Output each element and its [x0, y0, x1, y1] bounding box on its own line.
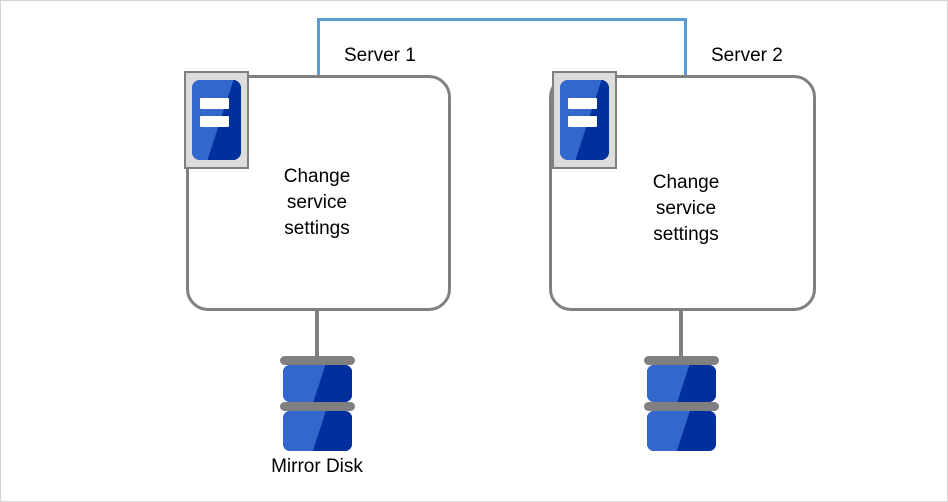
server-icon-bar-bottom	[199, 116, 230, 128]
cluster-link-right-segment	[684, 18, 687, 76]
server2-disk-icon	[644, 356, 719, 451]
server1-server-icon	[184, 71, 249, 169]
server-icon-body	[560, 80, 609, 160]
server-icon-bar-bottom	[567, 116, 598, 128]
server2-disk-connector	[679, 311, 683, 359]
disk-platter-sheen	[283, 411, 352, 451]
disk-platter-upper	[283, 365, 352, 402]
disk-platter-sheen	[283, 365, 352, 402]
server1-disk-label: Mirror Disk	[271, 456, 363, 477]
server2-box[interactable]	[549, 75, 816, 311]
server2-body-line-3: settings	[653, 224, 719, 245]
server1-body-line-3: settings	[284, 218, 350, 239]
disk-bar-middle	[644, 402, 719, 411]
server2-body-line-1: Change	[652, 172, 720, 193]
disk-bar-top	[280, 356, 355, 365]
disk-bar-middle	[280, 402, 355, 411]
disk-bar-top	[644, 356, 719, 365]
server1-body-line-1: Change	[283, 166, 351, 187]
server1-disk-icon	[280, 356, 355, 451]
server-icon-bar-top	[199, 97, 230, 109]
disk-platter-lower	[647, 411, 716, 451]
cluster-link-top-segment	[317, 18, 687, 21]
server-icon-body	[192, 80, 241, 160]
server1-disk-connector	[315, 311, 319, 359]
cluster-link-left-segment	[317, 18, 320, 76]
disk-platter-sheen	[647, 411, 716, 451]
disk-platter-upper	[647, 365, 716, 402]
server1-label: Server 1	[344, 45, 416, 66]
disk-platter-lower	[283, 411, 352, 451]
server2-body-line-2: service	[655, 198, 717, 219]
server2-server-icon	[552, 71, 617, 169]
server1-body-line-2: service	[286, 192, 348, 213]
server-icon-bar-top	[567, 97, 598, 109]
server2-label: Server 2	[711, 45, 783, 66]
disk-platter-sheen	[647, 365, 716, 402]
